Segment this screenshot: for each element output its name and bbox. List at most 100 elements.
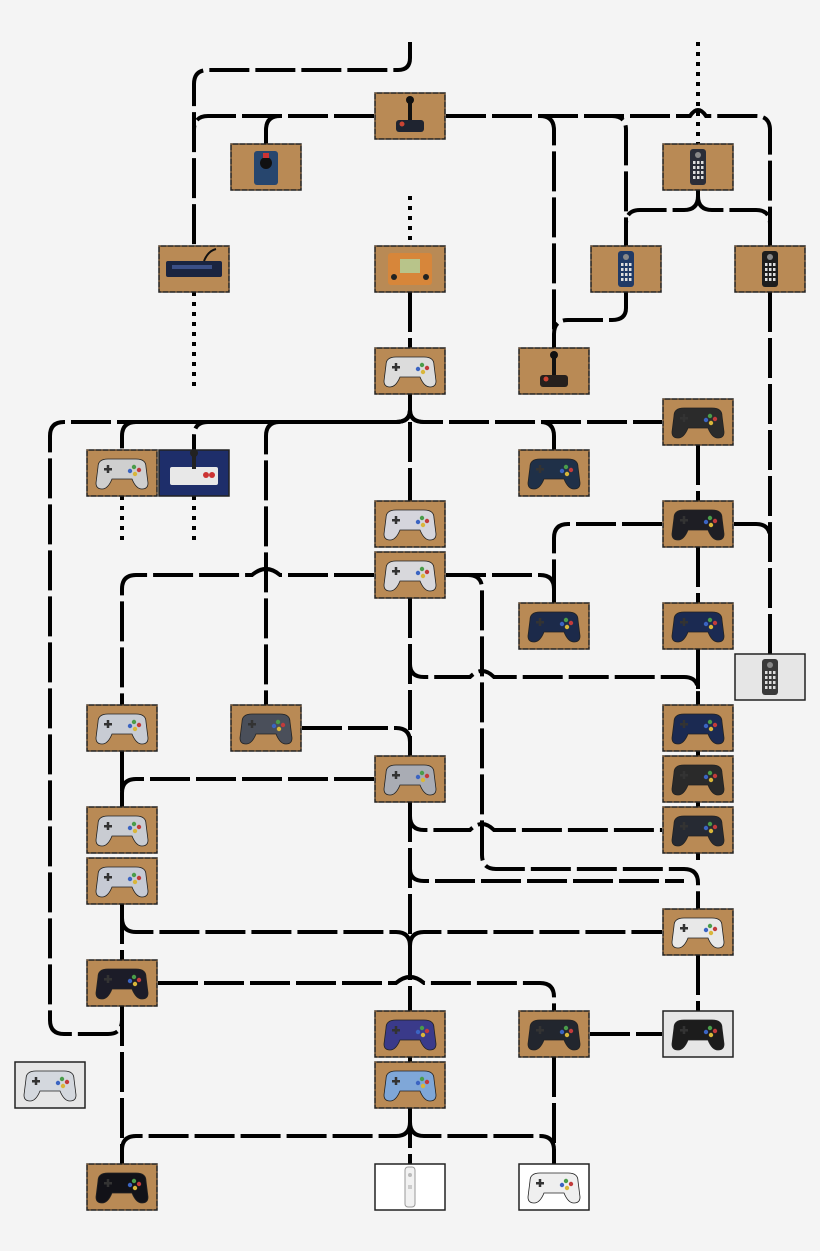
lineage-line — [446, 573, 700, 909]
lineage-line — [408, 409, 662, 424]
odyssey-box-node — [158, 245, 230, 293]
gamepad-icon — [383, 1070, 437, 1102]
gamepad-icon — [95, 866, 149, 898]
lineage-line — [408, 650, 700, 705]
nes-max-controller-node — [86, 449, 158, 497]
gamepad-icon — [239, 713, 293, 745]
lineage-line — [120, 917, 412, 947]
gamepad-icon — [95, 1172, 149, 1204]
xbox-duke-controller-node — [662, 1010, 734, 1058]
xbox-360-controller-node — [518, 1163, 590, 1211]
saturn-black-controller-node — [662, 755, 734, 803]
gamepad-icon — [383, 560, 437, 592]
gamepad-icon — [383, 356, 437, 388]
gamepad-icon — [95, 815, 149, 847]
keypad-controller-icon — [690, 149, 706, 185]
gamepad-icon — [23, 1070, 77, 1102]
gamepad-icon — [383, 764, 437, 796]
genesis-6-button-node — [662, 500, 734, 548]
joystick-icon — [540, 351, 568, 387]
lineage-line — [192, 409, 412, 450]
n64-controller-node — [374, 755, 446, 803]
dualshock-3-node — [86, 1163, 158, 1211]
gamepad-icon — [383, 1019, 437, 1051]
paddle-icon — [254, 151, 278, 185]
lineage-line — [696, 190, 772, 225]
saturn-3d-controller-node — [662, 704, 734, 752]
joystick-icon — [396, 96, 424, 132]
nes-controller-node — [374, 347, 446, 395]
lineage-line — [302, 726, 412, 756]
gamepad-icon — [383, 509, 437, 541]
genesis-3-button-node — [518, 602, 590, 650]
lineage-line — [120, 777, 374, 807]
jaguar-controller-node — [734, 653, 806, 701]
lineage-line — [624, 190, 700, 225]
atari-7800-controller-node — [518, 449, 590, 497]
dreamcast-controller-node — [662, 908, 734, 956]
lineage-line — [446, 108, 772, 246]
keypad-controller-icon — [762, 251, 778, 287]
gamepad-icon — [95, 968, 149, 1000]
gamepad-icon — [527, 1019, 581, 1051]
lineage-line — [446, 573, 556, 603]
virtual-boy-controller-node — [230, 704, 302, 752]
snes-controller-node — [374, 551, 446, 599]
game-and-watch-node — [374, 245, 446, 293]
saturn-controller-node — [662, 602, 734, 650]
lineage-line — [192, 114, 374, 131]
dualshock-2-node — [86, 959, 158, 1007]
lineage-line — [120, 1121, 412, 1151]
lineage-line — [446, 114, 556, 348]
gamecube-controller-indigo-node — [374, 1010, 446, 1058]
keypad-controller-icon — [618, 251, 634, 287]
gamecube-controller-blue-node — [374, 1061, 446, 1109]
atari-5200-controller-node — [734, 245, 806, 293]
gamepad-icon — [671, 509, 725, 541]
lineage-line — [408, 409, 556, 450]
controller-nodes — [14, 92, 806, 1211]
lineage-line — [408, 802, 662, 832]
paddle-controller-node — [230, 143, 302, 191]
dual-analog-controller-node — [86, 806, 158, 854]
intellivision-controller-node — [662, 143, 734, 191]
gamepad-icon — [671, 611, 725, 643]
lineage-line — [552, 292, 628, 348]
wii-remote-node — [374, 1163, 446, 1211]
atari-joystick-node — [374, 92, 446, 140]
gamepad-icon — [95, 458, 149, 490]
lineage-line — [192, 42, 412, 246]
master-system-controller-node — [662, 398, 734, 446]
lineage-line — [446, 114, 628, 246]
lineage-line — [158, 975, 556, 1011]
gamepad-icon — [527, 611, 581, 643]
gamepad-icon — [671, 1019, 725, 1051]
lineage-line — [408, 1121, 556, 1164]
atari-2600-joystick-node — [518, 347, 590, 395]
wavebird-remote-style-node — [14, 1061, 86, 1109]
keypad-controller-icon — [762, 659, 778, 695]
lineage-line — [264, 409, 412, 705]
playstation-controller-node — [86, 704, 158, 752]
gamepad-icon — [527, 458, 581, 490]
lineage-line — [264, 114, 374, 144]
connection-lines — [48, 42, 772, 1164]
lineage-line — [552, 522, 662, 603]
gamepad-icon — [671, 815, 725, 847]
xbox-controller-s-node — [518, 1010, 590, 1058]
wii-remote-icon — [404, 1166, 416, 1208]
handheld-icon — [388, 253, 432, 285]
snes-controller-us-node — [374, 500, 446, 548]
dreamcast-3d-controller-node — [662, 806, 734, 854]
gamepad-icon — [671, 764, 725, 796]
lineage-line — [408, 930, 662, 947]
arcade-stick-icon — [170, 449, 218, 485]
gamepad-icon — [527, 1172, 581, 1204]
gamepad-icon — [671, 713, 725, 745]
lineage-line — [408, 855, 684, 883]
lineage-line — [734, 522, 772, 539]
gamepad-icon — [671, 407, 725, 439]
console-box-icon — [166, 248, 222, 277]
dualshock-controller-node — [86, 857, 158, 905]
